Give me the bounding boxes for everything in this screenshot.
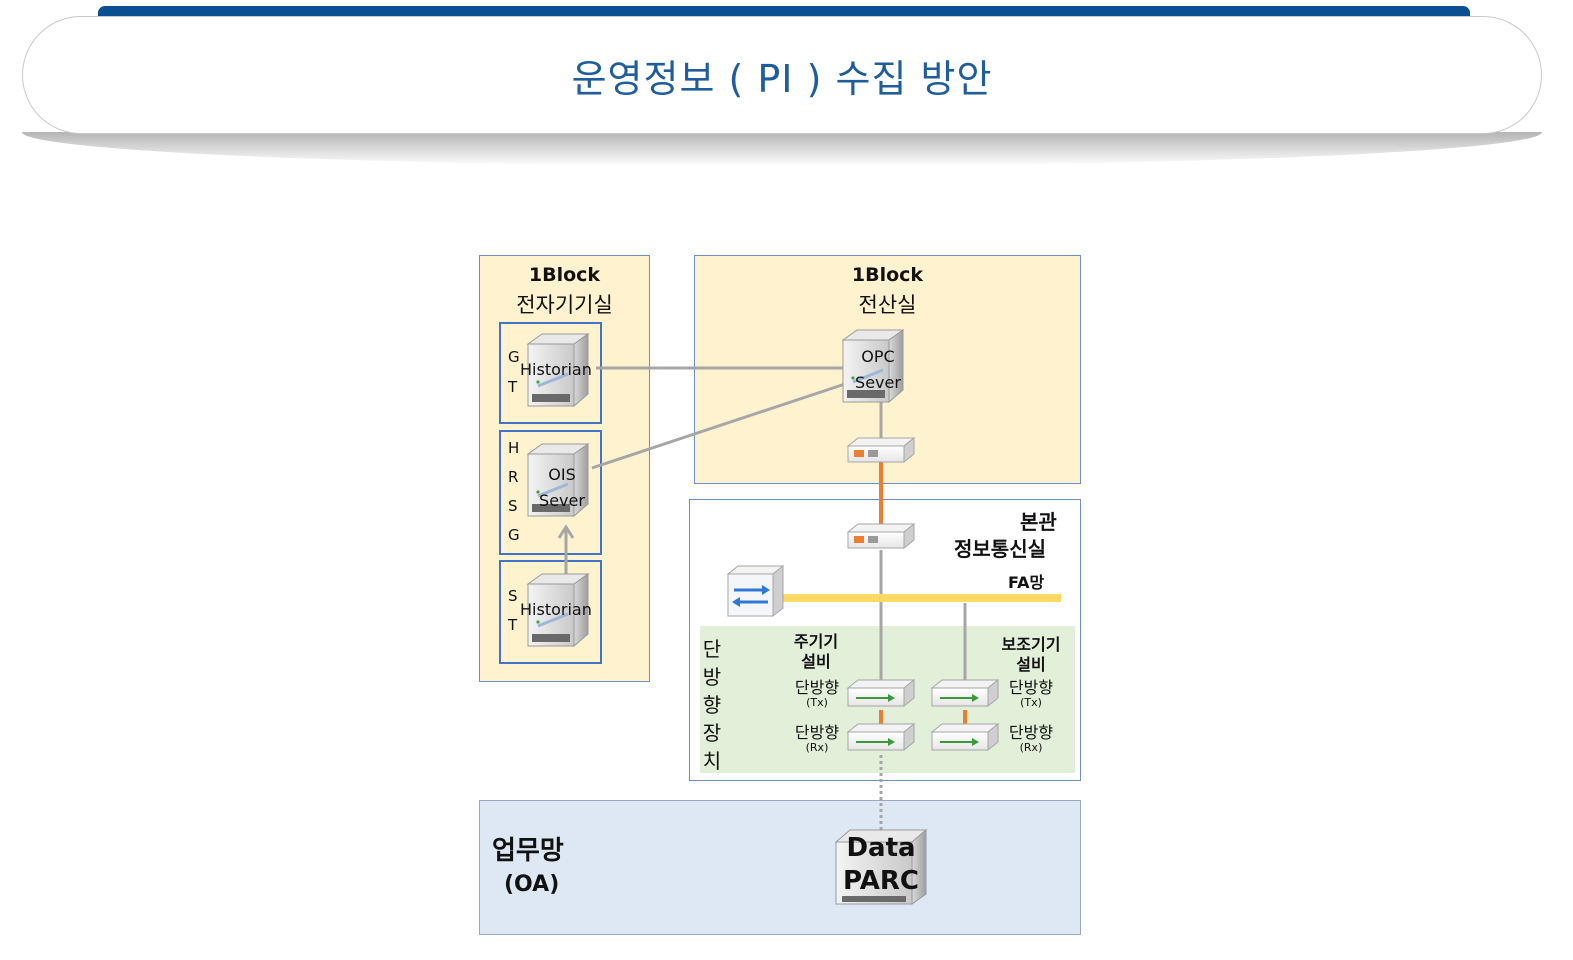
hrsg-letter-s: S: [508, 497, 518, 515]
main-rx-sub: (Rx): [805, 741, 829, 754]
hq-switch-icon: [847, 523, 915, 549]
elec-room-subtitle: 전자기기실: [516, 293, 613, 317]
opc-label-2: Sever: [855, 373, 901, 392]
link-ois-opc: [591, 381, 849, 470]
aux-rx-label: 단방향: [1008, 723, 1054, 742]
ois-label-1: OIS: [548, 465, 576, 484]
aux-tx-diode-icon: [931, 679, 999, 707]
comp-room-subtitle: 전산실: [858, 293, 917, 317]
st-box: [499, 560, 602, 664]
fa-network-label: FA망: [1008, 573, 1045, 592]
main-rx-label: 단방향: [794, 723, 840, 742]
aux-equipment-label-1: 보조기기: [1001, 635, 1061, 654]
comp-room-title: 1Block: [851, 264, 924, 286]
aux-rx-diode-icon: [931, 723, 999, 751]
gt-historian-label: Historian: [520, 360, 592, 379]
main-tx-diode-icon: [847, 679, 915, 707]
comp-room-switch-icon: [847, 437, 915, 463]
fa-switch-icon: [726, 564, 785, 618]
st-letter-s: S: [508, 587, 518, 605]
aux-rx-sub: (Rx): [1019, 741, 1043, 754]
hrsg-letter-g: G: [508, 526, 520, 544]
data-parc-label-1: Data: [846, 833, 916, 863]
data-parc-server-icon: [834, 828, 928, 905]
ois-label-2: Sever: [539, 491, 585, 510]
aux-equipment-label-2: 설비: [1016, 655, 1046, 674]
hq-title-1: 본관: [1020, 510, 1057, 534]
hrsg-box: [499, 430, 602, 555]
page-title: 운영정보 ( PI ) 수집 방안: [571, 56, 993, 101]
main-tx-sub: (Tx): [806, 696, 828, 709]
aux-tx-label: 단방향: [1008, 678, 1054, 697]
gt-letter-g: G: [508, 348, 520, 366]
data-parc-label-2: PARC: [843, 866, 919, 896]
gt-box: [499, 322, 602, 424]
zone-office-network: [479, 800, 1081, 935]
main-equipment-label-2: 설비: [801, 652, 831, 671]
main-equipment-label-1: 주기기: [793, 632, 839, 651]
aux-tx-sub: (Tx): [1020, 696, 1042, 709]
title-box: 운영정보 ( PI ) 수집 방안: [22, 16, 1542, 134]
hrsg-letter-h: H: [508, 439, 520, 457]
elec-room-title: 1Block: [528, 264, 601, 286]
oneway-device-vertical-label: 단 방 향 장 치: [702, 637, 722, 773]
hrsg-letter-r: R: [508, 468, 519, 486]
st-letter-t: T: [508, 616, 518, 634]
main-rx-diode-icon: [847, 723, 915, 751]
st-historian-label: Historian: [520, 600, 592, 619]
hq-title-2: 정보통신실: [954, 537, 1046, 561]
oa-title: 업무망: [492, 836, 564, 866]
main-tx-label: 단방향: [794, 678, 840, 697]
opc-label-1: OPC: [861, 347, 895, 366]
oa-subtitle: (OA): [504, 872, 560, 897]
arrow-head-st-ois: [557, 524, 575, 539]
gt-letter-t: T: [508, 378, 518, 396]
